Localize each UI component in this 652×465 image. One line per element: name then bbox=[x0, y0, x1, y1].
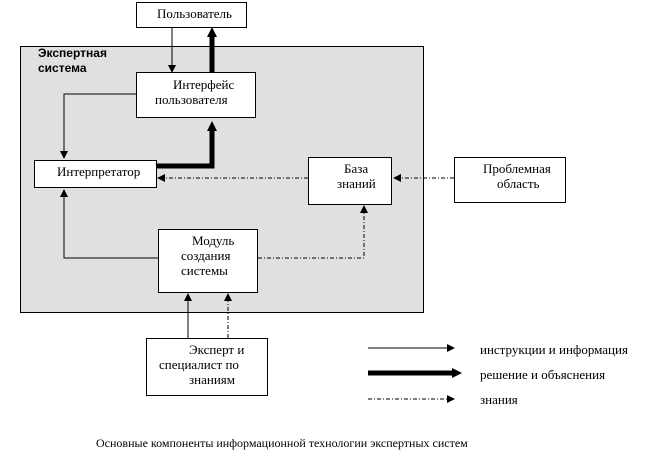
creation-module-box: Модуль создания системы bbox=[158, 229, 258, 293]
kb-label-line1: База bbox=[344, 161, 369, 176]
legend-knowledge: знания bbox=[480, 392, 518, 407]
problem-domain-box: Проблемная область bbox=[454, 157, 566, 203]
knowledge-base-box: База знаний bbox=[308, 157, 392, 205]
expert-system-title: Экспертная система bbox=[38, 46, 107, 76]
domain-label-line2: область bbox=[497, 176, 540, 191]
module-label-line3: системы bbox=[181, 263, 228, 278]
module-label-line2: создания bbox=[181, 248, 231, 263]
module-label-line1: Модуль bbox=[192, 233, 235, 248]
interface-box: Интерфейс пользователя bbox=[136, 72, 256, 118]
arrowhead-interface-to-user bbox=[207, 27, 217, 37]
interpreter-box: Интерпретатор bbox=[34, 160, 157, 188]
expert-system-title-line2: система bbox=[38, 61, 87, 75]
interface-label-line1: Интерфейс bbox=[173, 77, 235, 92]
expert-system-title-line1: Экспертная bbox=[38, 46, 107, 60]
arrow-interpreter-to-interface bbox=[156, 130, 215, 169]
expert-label-line2: специалист по bbox=[159, 357, 239, 372]
arrowhead-interpreter-to-interface bbox=[207, 121, 217, 131]
user-box: Пользователь bbox=[136, 2, 247, 28]
interface-label-line2: пользователя bbox=[155, 92, 228, 107]
domain-label-line1: Проблемная bbox=[483, 161, 551, 176]
arrow-interface-to-interpreter bbox=[60, 93, 136, 159]
arrow-module-to-kb bbox=[258, 205, 368, 259]
figure-caption: Основные компоненты информационной техно… bbox=[96, 436, 468, 450]
legend-arrowhead-solutions bbox=[452, 368, 462, 378]
legend-instructions: инструкции и информация bbox=[480, 342, 628, 357]
arrow-module-to-interpreter bbox=[60, 189, 158, 259]
kb-label-line2: знаний bbox=[337, 176, 376, 191]
expert-label-line1: Эксперт и bbox=[189, 342, 245, 357]
user-label: Пользователь bbox=[157, 6, 232, 21]
expert-label-line3: знаниям bbox=[189, 372, 235, 387]
interpreter-label: Интерпретатор bbox=[57, 164, 141, 179]
legend-solutions: решение и объяснения bbox=[480, 367, 606, 382]
expert-box: Эксперт и специалист по знаниям bbox=[146, 338, 268, 396]
